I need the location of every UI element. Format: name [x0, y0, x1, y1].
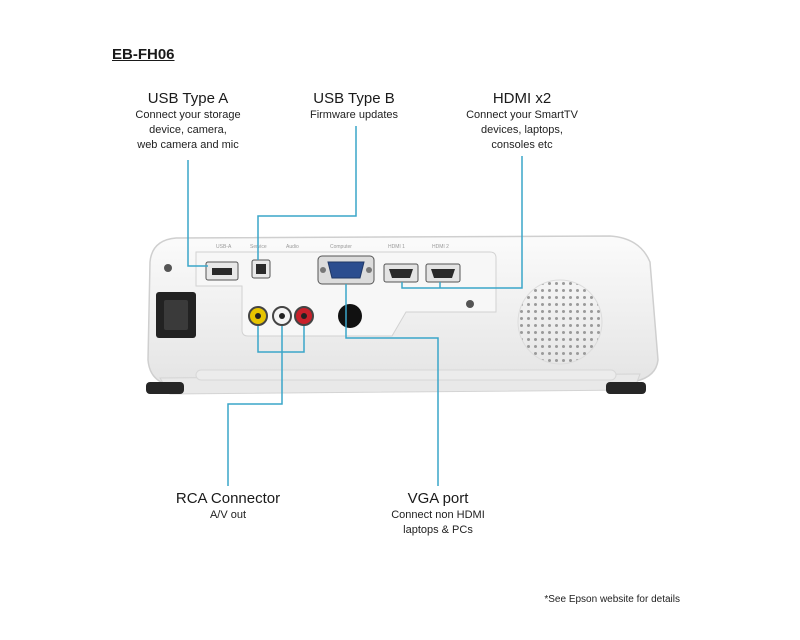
hdmi-port-1 [383, 263, 419, 283]
callout-title: USB Type B [313, 90, 395, 107]
leader-line-usb-b [257, 126, 357, 260]
leader-line-rca-stem [227, 326, 283, 486]
usb-type-a-port [205, 261, 239, 281]
model-title: EB-FH06 [112, 46, 175, 63]
leader-line-hdmi [401, 156, 523, 289]
front-foot-left [146, 382, 184, 394]
port-label-hdmi2: HDMI 2 [432, 244, 449, 250]
callout-description: Firmware updates [309, 109, 399, 121]
leader-lines [187, 126, 523, 486]
vga-port [317, 255, 375, 285]
speaker-grille [517, 279, 603, 365]
leader-line-vga [345, 284, 439, 486]
leader-line-rca [257, 326, 305, 353]
front-foot-right [606, 382, 646, 394]
audio-out-jack [338, 304, 362, 328]
callout-description: A/V out [209, 509, 247, 521]
callout-rca-connector: RCA Connector A/V out [138, 490, 318, 523]
hdmi-port-2 [425, 263, 461, 283]
callout-description: Connect your SmartTV devices, laptops, c… [466, 109, 578, 151]
callout-title: USB Type A [147, 90, 229, 107]
callout-vga-port: VGA port Connect non HDMI laptops & PCs [348, 490, 528, 538]
port-label-usb-a: USB-A [216, 244, 232, 250]
usb-type-b-port [251, 259, 271, 279]
leader-line-usb-a [187, 160, 208, 267]
footnote: *See Epson website for details [544, 594, 680, 605]
port-label-computer: Computer [330, 244, 352, 250]
callout-title: RCA Connector [175, 490, 281, 507]
port-label-audio: Audio [286, 244, 299, 250]
port-label-hdmi1: HDMI 1 [388, 244, 405, 250]
callout-title: VGA port [407, 490, 469, 507]
callout-description: Connect your storage device, camera, web… [135, 109, 241, 151]
callout-usb-type-a: USB Type A Connect your storage device, … [98, 90, 278, 153]
screw-icon [164, 264, 172, 272]
callout-hdmi: HDMI x2 Connect your SmartTV devices, la… [432, 90, 612, 153]
callout-title: HDMI x2 [492, 90, 552, 107]
screw-icon [466, 300, 474, 308]
callout-usb-type-b: USB Type B Firmware updates [264, 90, 444, 123]
power-inlet [156, 292, 196, 338]
callout-description: Connect non HDMI laptops & PCs [391, 509, 485, 536]
